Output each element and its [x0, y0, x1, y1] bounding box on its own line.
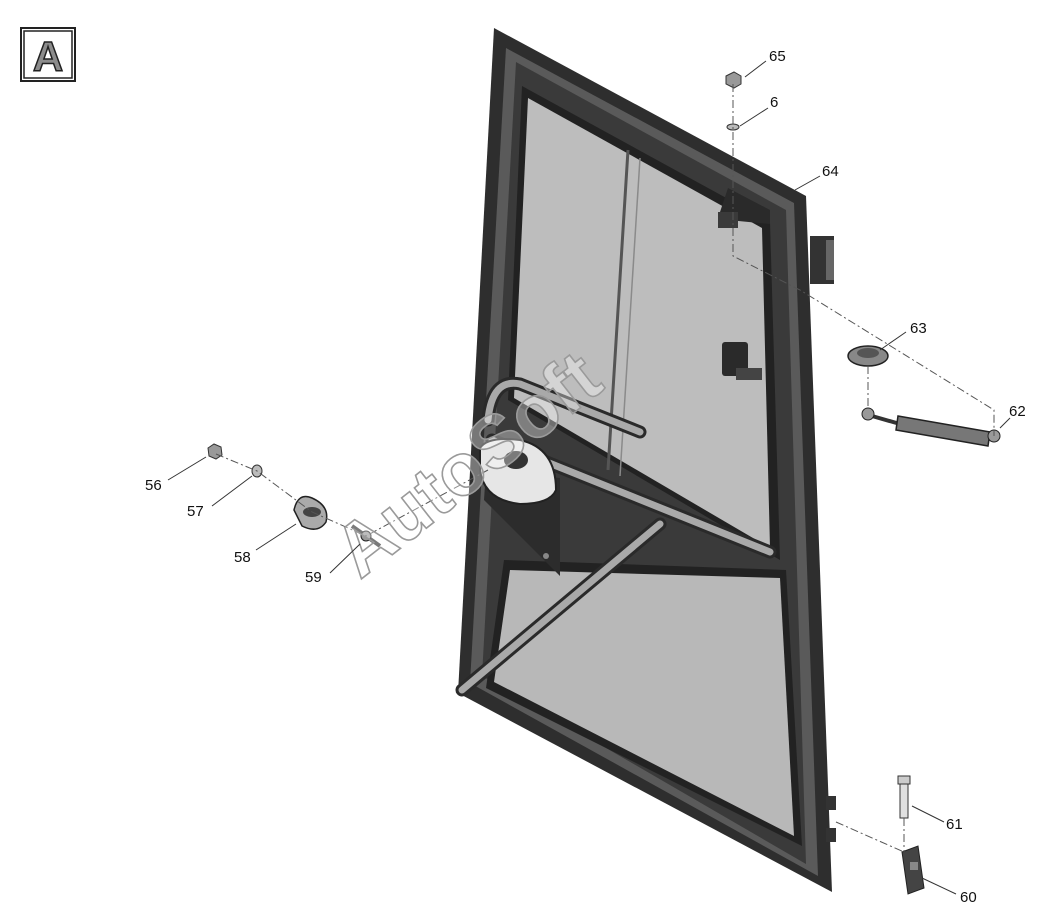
callout-58: 58	[234, 549, 251, 566]
callout-labels: 65 6 64 63 62 56 57 58 59 61 60	[145, 48, 1026, 906]
callout-57: 57	[187, 503, 204, 520]
view-badge: A	[20, 27, 76, 82]
callout-60: 60	[960, 889, 977, 906]
lower-window	[486, 560, 802, 846]
view-badge-letter: A	[33, 33, 63, 80]
door-lock	[479, 438, 560, 576]
callout-63: 63	[910, 320, 927, 337]
callout-56: 56	[145, 477, 162, 494]
part-61-bolt	[897, 775, 911, 819]
part-62-gas-strut	[861, 407, 1001, 447]
hinges	[810, 236, 836, 842]
callout-59: 59	[305, 569, 322, 586]
assembly-lines	[215, 84, 995, 853]
part-65-nut	[725, 71, 742, 89]
callout-65: 65	[769, 48, 786, 65]
callout-leaders	[167, 60, 1011, 895]
part-56-nut	[207, 443, 223, 460]
callout-62: 62	[1009, 403, 1026, 420]
window-latch	[722, 342, 762, 380]
callout-61: 61	[946, 816, 963, 833]
upper-window	[508, 86, 780, 560]
callout-6: 6	[770, 94, 778, 111]
part-60-hinge	[901, 845, 925, 895]
callout-64: 64	[822, 163, 839, 180]
